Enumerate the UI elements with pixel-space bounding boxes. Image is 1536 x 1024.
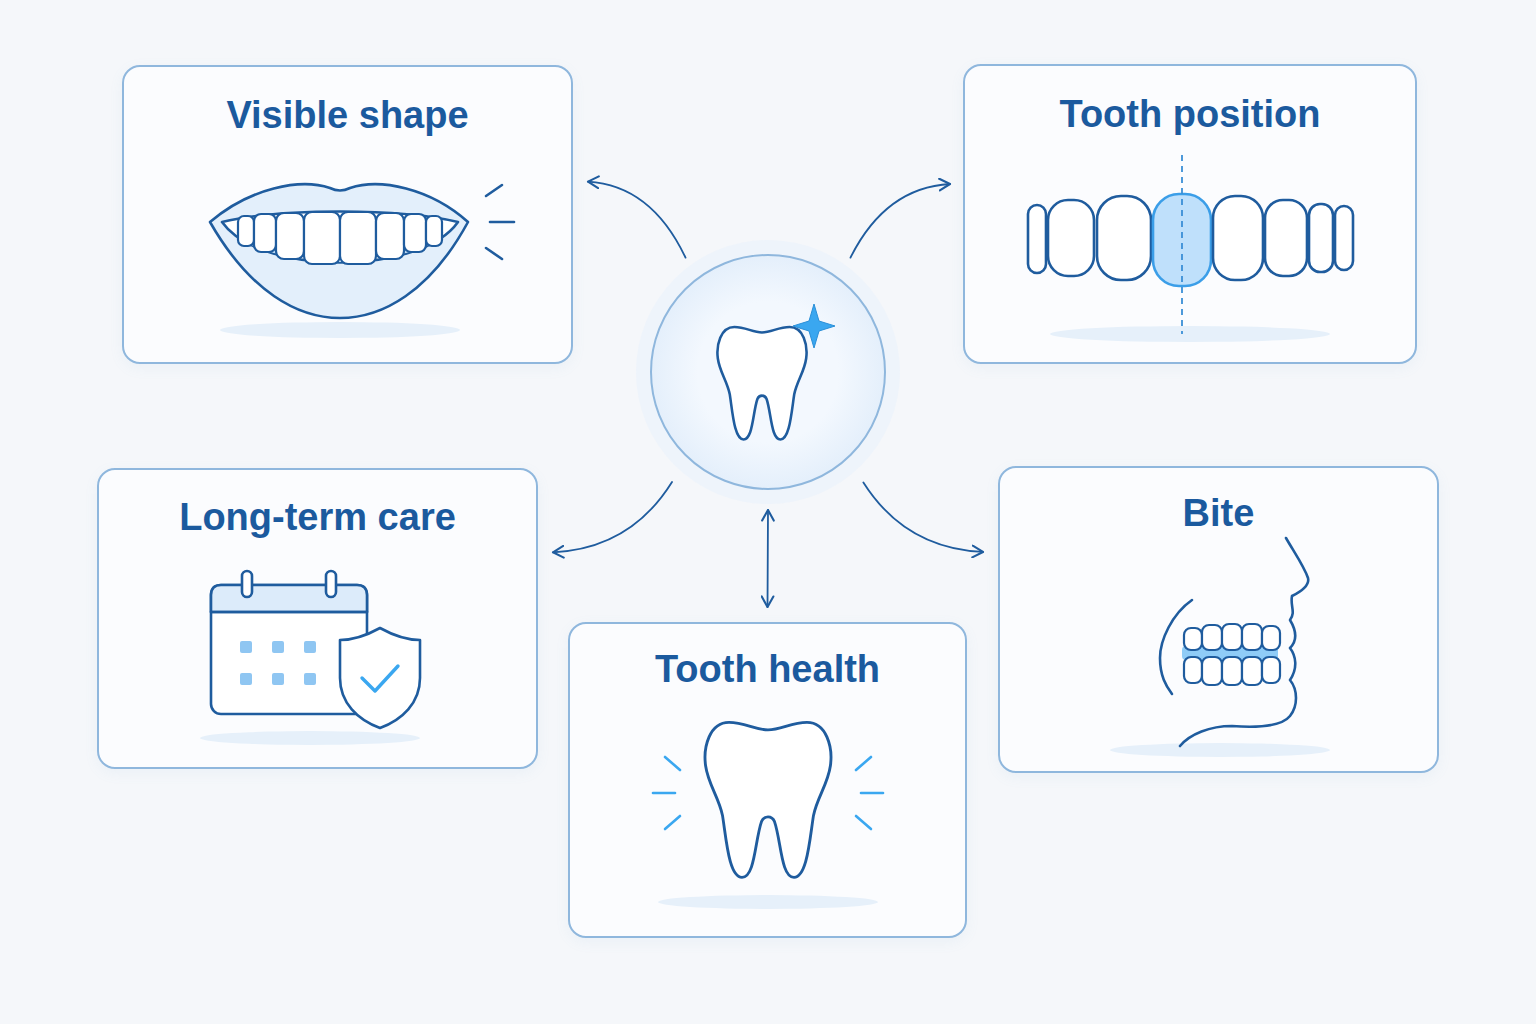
tooth-row-icon bbox=[1028, 155, 1353, 342]
aspect-box: Bite bbox=[998, 466, 1439, 773]
aspect-box: Tooth position bbox=[963, 64, 1417, 364]
connector-arrow bbox=[863, 483, 983, 552]
box-heading: Visible shape bbox=[124, 93, 571, 137]
connector-arrow bbox=[553, 482, 672, 552]
connector-arrow bbox=[588, 182, 686, 258]
calendar-shield-icon bbox=[200, 571, 420, 745]
hub-circle-outline bbox=[630, 234, 906, 510]
hub-circle bbox=[650, 254, 886, 490]
aspect-box: Visible shape bbox=[122, 65, 573, 364]
bite-profile-icon bbox=[1110, 538, 1330, 757]
connector-arrow bbox=[767, 510, 769, 607]
mouth-icon bbox=[210, 184, 514, 338]
center-tooth-icon bbox=[717, 304, 835, 440]
box-heading: Tooth health bbox=[570, 647, 965, 691]
box-heading: Bite bbox=[1000, 491, 1437, 535]
box-heading: Long-term care bbox=[99, 495, 536, 539]
aspect-box: Long-term care bbox=[97, 468, 538, 769]
healthy-tooth-icon bbox=[653, 722, 883, 909]
box-heading: Tooth position bbox=[965, 92, 1415, 136]
aspect-box: Tooth health bbox=[568, 622, 967, 938]
connector-arrow bbox=[850, 184, 950, 258]
